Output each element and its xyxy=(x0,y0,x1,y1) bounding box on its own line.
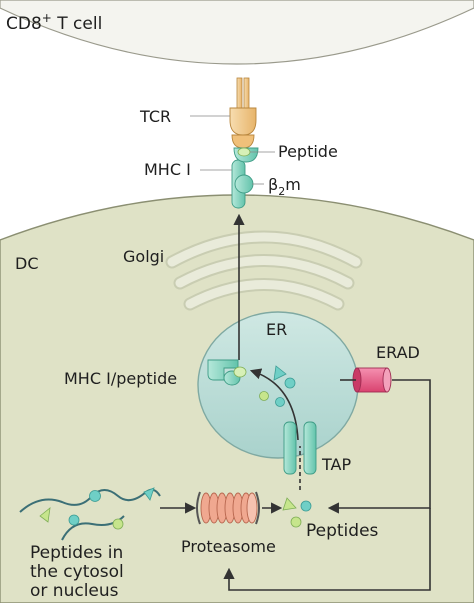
peptide-label: Peptide xyxy=(278,142,338,161)
tcr-label: TCR xyxy=(139,107,171,126)
t-cell-receptor xyxy=(229,77,257,149)
cytosol-label-line-1: Peptides in xyxy=(30,543,123,563)
er-label: ER xyxy=(266,320,287,339)
mhc-class-1-surface xyxy=(231,147,259,209)
er-peptide xyxy=(233,366,247,378)
t-cell-body xyxy=(0,0,474,65)
surface-peptide xyxy=(237,147,251,157)
peptide-circle xyxy=(290,516,302,528)
t-cell-label: CD8+ T cell xyxy=(6,11,102,34)
b2m-label: β2m xyxy=(268,175,301,198)
chain-peptide-circle xyxy=(68,514,80,526)
tap-transporter xyxy=(283,421,317,475)
golgi-apparatus xyxy=(165,230,363,311)
er-peptide-circle xyxy=(284,377,296,389)
mhc-class-1-er-complex xyxy=(207,359,247,386)
peptide-circle xyxy=(300,500,312,512)
tap-to-mhc-arrow xyxy=(249,368,299,441)
cytosol-label-line-3: or nucleus xyxy=(30,581,119,601)
chain-peptide-triangle xyxy=(39,507,51,523)
mhc1-label: MHC I xyxy=(144,160,191,179)
chain-peptide-circle xyxy=(89,490,101,502)
cytosol-label-line-2: the cytosol xyxy=(30,562,124,582)
er-peptide-circle xyxy=(275,397,285,407)
proteasome-label: Proteasome xyxy=(181,537,276,556)
proteasome xyxy=(196,491,260,525)
mhc-peptide-label: MHC I/peptide xyxy=(64,369,177,388)
erad-to-peptides-arrow xyxy=(327,379,431,514)
erad-label: ERAD xyxy=(376,343,420,362)
golgi-label: Golgi xyxy=(123,247,164,266)
cytosolic-protein-chain xyxy=(19,487,161,541)
dc-label: DC xyxy=(15,254,39,273)
chain-peptide-circle xyxy=(112,518,124,530)
peptide-triangle xyxy=(282,497,297,511)
erad-to-proteasome-arrow xyxy=(223,508,431,591)
peptides-label: Peptides xyxy=(306,521,379,541)
er-peptide-triangle xyxy=(273,365,287,381)
chain-peptide-triangle xyxy=(143,487,155,501)
erad-channel xyxy=(352,367,392,393)
er-peptide-circle xyxy=(259,391,269,401)
tap-label: TAP xyxy=(321,455,351,474)
